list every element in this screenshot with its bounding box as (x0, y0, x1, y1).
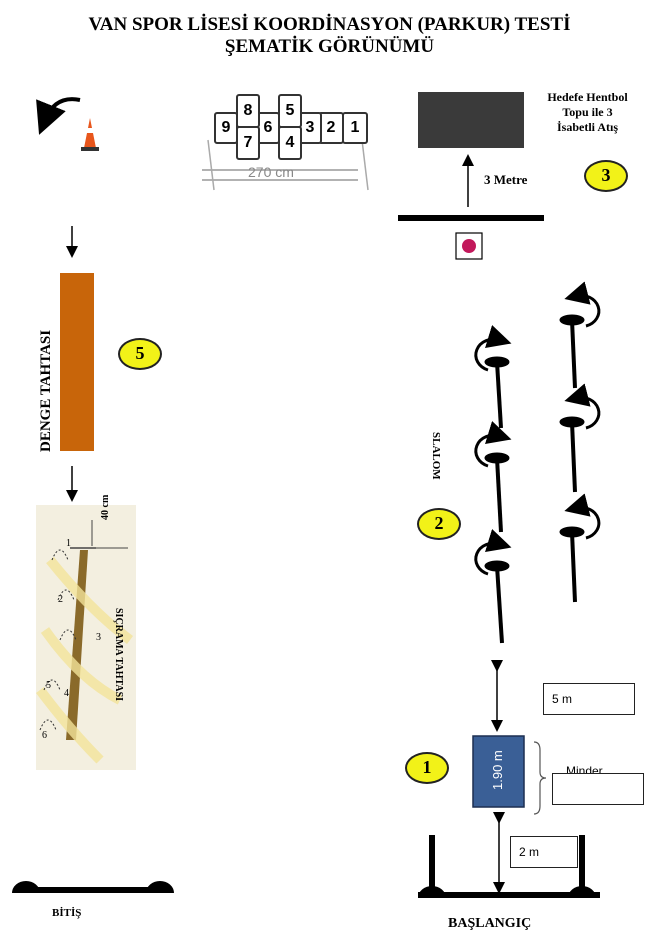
finish-label: BİTİŞ (52, 907, 82, 919)
ball-icon (462, 239, 476, 253)
target-text-line3: İsabetli Atış (556, 120, 618, 134)
distance-3m-label: 3 Metre (484, 172, 528, 187)
jump-step: 4 (64, 688, 69, 699)
jump-step: 3 (96, 632, 101, 643)
station-badge-2: 2 (417, 508, 461, 540)
hopscotch-dimension (202, 139, 369, 191)
jump-step: 5 (46, 680, 51, 691)
target-box (418, 92, 524, 148)
hopscotch-cell: 8 (236, 94, 260, 128)
jump-step: 6 (42, 730, 47, 741)
turn-arrow-icon (36, 97, 81, 135)
balance-beam-label: DENGE TAHTASI (38, 329, 54, 452)
target-text-line1: Hedefe Hentbol (547, 90, 628, 104)
target-text-line2: Topu ile 3 (562, 105, 613, 119)
station-badge-3: 3 (584, 160, 628, 192)
hopscotch-cell: 9 (214, 112, 238, 144)
hopscotch-width-label: 270 cm (248, 164, 294, 180)
finish-line (12, 881, 174, 893)
mat-length-label: 1.90 m (490, 750, 505, 790)
slalom-pole (474, 325, 512, 429)
slalom-pole (559, 383, 601, 493)
jump-board (36, 505, 136, 770)
balance-beam (60, 273, 94, 451)
page-subtitle: ŞEMATİK GÖRÜNÜMÜ (224, 36, 435, 57)
slalom-pole (474, 421, 512, 533)
slalom-pole (474, 529, 512, 644)
jump-step: 2 (58, 594, 63, 605)
start-label: BAŞLANGIÇ (448, 916, 532, 931)
distance-2m-label: 2 m (510, 836, 578, 868)
target-instructions: Hedefe Hentbol Topu ile 3 İsabetli Atış (530, 90, 645, 135)
mat-label-box (552, 773, 644, 805)
hopscotch-cell: 7 (236, 126, 260, 160)
station-badge-5: 5 (118, 338, 162, 370)
station-badge-1: 1 (405, 752, 449, 784)
distance-5m-label: 5 m (543, 683, 635, 715)
mat (472, 735, 525, 808)
slalom-pole (559, 281, 601, 389)
cone-icon (81, 118, 99, 151)
start-gate (418, 835, 600, 898)
hopscotch-cell: 5 (278, 94, 302, 128)
jump-height-label: 40 cm (100, 494, 111, 520)
hopscotch-cell: 1 (342, 112, 368, 144)
page-title: VAN SPOR LİSESİ KOORDİNASYON (PARKUR) TE… (88, 14, 571, 35)
jump-board-label: SIÇRAMA TAHTASI (113, 608, 124, 702)
slalom-pole (559, 493, 601, 603)
hopscotch-cell: 4 (278, 126, 302, 160)
mat-brace (533, 741, 547, 815)
slalom-label: SLALOM (430, 432, 442, 480)
jump-step: 1 (66, 538, 71, 549)
slalom-poles (474, 281, 601, 644)
